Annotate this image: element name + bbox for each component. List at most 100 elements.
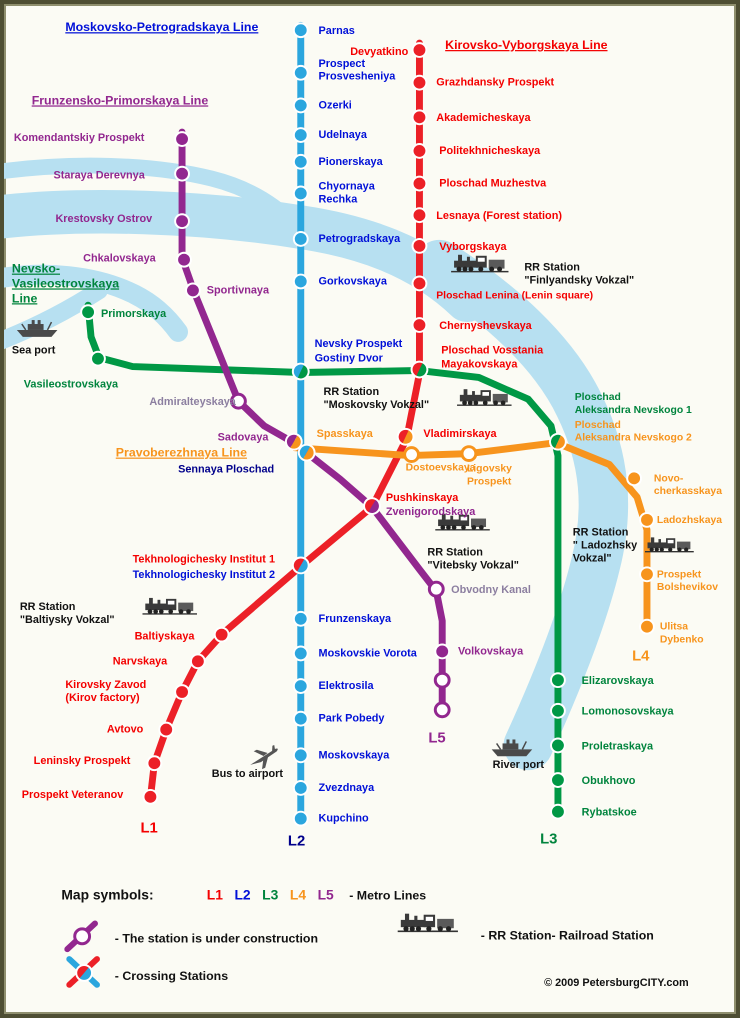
station-mayakovskaya-ploschad-vosstania [410,360,429,379]
station-chkalovskaya [176,251,192,268]
label-vasileostrovskaya-4: Vasileostrovskaya [12,276,119,290]
station-chyornaya-rechka [292,185,309,202]
station-komendantskiy-prospekt [174,131,190,147]
labels-layer: Moskovsko-Petrogradskaya LineKirovsko-Vy… [12,20,722,989]
water-channel-4 [4,264,188,342]
label-pravoberezhnaya-line-6: Pravoberezhnaya Line [116,446,247,460]
station-prospekt-veteranov [142,788,159,805]
label-tekhnologichesky-institut-1-43: Tekhnologichesky Institut 1 [133,553,275,565]
station-parnas [292,22,309,39]
station-krestovsky-ostrov [174,213,190,230]
stations-layer [80,22,655,827]
station-ligovsky-prospekt [460,445,478,463]
label-sea-port-86: Sea port [12,345,56,357]
station-elizarovskaya [550,672,566,689]
station-kirovsky-zavod [174,684,190,700]
legend-train-icon [396,912,459,933]
label-ploschad-muzhestva-33: Ploschad Muzhestva [439,178,547,190]
label-sadovaya-82: Sadovaya [218,432,270,444]
label-vyborgskaya-35: Vyborgskaya [439,241,507,253]
label-leninsky-prospekt-49: Leninsky Prospekt [34,755,131,767]
label-lomonosovskaya-57: Lomonosovskaya [582,706,675,718]
label-grazhdansky-prospekt-30: Grazhdansky Prospekt [436,77,554,89]
label-aleksandra-nevskogo-2-67: Aleksandra Nevskogo 2 [575,433,692,444]
label-line-5: Line [12,291,38,305]
station-sennaya-ploschad [297,443,316,462]
label-ploschad-54: Ploschad [575,392,621,403]
label-kirovsko-vyborgskaya-line-1: Kirovsko-Vyborgskaya Line [445,38,607,52]
label-ladozhskaya-70: Ladozhskaya [657,515,722,526]
label-finlyandsky-vokzal-88: "Finlyandsky Vokzal" [524,274,634,286]
station-primorskaya [80,304,96,321]
label-l3-61: L3 [540,831,557,847]
label-rr-station-87: RR Station [524,262,580,274]
station-ozerki [292,97,309,114]
label-rr-station-93: RR Station [20,601,76,613]
label-nevsky-prospekt-17: Nevsky Prospekt [315,338,403,350]
station-dostoevskaya [403,446,420,464]
label-avtovo-48: Avtovo [107,724,144,736]
label-devyatkino-29: Devyatkino [350,46,408,58]
label-zvenigorodskaya-42: Zvenigorodskaya [386,506,476,518]
station-prospekt-bolshevikov [639,566,655,583]
label-rechka-14: Rechka [319,193,359,205]
label-kirovsky-zavod-46: Kirovsky Zavod [65,679,146,691]
station-sportivnaya [185,282,201,299]
label-l1-101: L1 [207,887,223,903]
label-frunzensko-primorskaya-line-2: Frunzensko-Primorskaya Line [32,93,209,107]
label-chernyshevskaya-37: Chernyshevskaya [439,320,532,332]
station-zvezdnaya [292,780,309,796]
station-ulitsa-dybenko [639,618,655,635]
label-l2-28: L2 [288,833,305,849]
label-ulitsa-73: Ulitsa [660,622,688,633]
label-ozerki-10: Ozerki [319,99,352,111]
station-avtovo [158,721,175,738]
station-staraya-derevnya [174,165,190,182]
label-kupchino-27: Kupchino [319,813,369,825]
station-admiralteyskaya [230,392,247,410]
label-rybatskoe-60: Rybatskoe [582,807,637,819]
label-pionerskaya-12: Pionerskaya [319,156,384,168]
station-ladozhskaya [639,511,655,528]
label-vitebsky-vokzal-92: "Vitebsky Vokzal" [427,559,519,571]
label-komendantskiy-prospekt-76: Komendantskiy Prospekt [14,132,145,144]
label-l1-51: L1 [141,820,158,836]
station-prospect-prosvesheniya [292,64,309,81]
label-obukhovo-59: Obukhovo [582,775,636,787]
label-vasileostrovskaya-53: Vasileostrovskaya [24,378,119,390]
metro-map: Moskovsko-Petrogradskaya LineKirovsko-Vy… [4,20,722,989]
label-politekhnicheskaya-32: Politekhnicheskaya [439,145,541,157]
icons-layer [16,254,695,988]
label-novo-68: Novo- [654,473,684,484]
station-volkovskaya [434,643,451,660]
station-park-pobedy [292,710,309,727]
station-frunzenskaya [292,610,309,627]
water-channel-2 [4,157,301,232]
label-metro-lines-106: - Metro Lines [349,889,426,903]
label-kirov-factory-47: (Kirov factory) [65,692,140,704]
label-bolshevikov-72: Bolshevikov [657,582,718,593]
label-prospekt-veteranov-50: Prospekt Veteranov [22,789,124,801]
water-channel-3 [4,281,108,350]
station-novocherkasskaya [626,470,643,487]
station-devyatkino [411,42,428,58]
label-moskovskaya-25: Moskovskaya [319,749,391,761]
station-vasileostrovskaya [90,350,106,367]
label-staraya-derevnya-77: Staraya Derevnya [53,170,145,182]
station-nevsky-prospekt-gostiny-dvor [291,362,310,381]
label-l2-102: L2 [234,887,250,903]
label-tekhnologichesky-institut-2-20: Tekhnologichesky Institut 2 [133,569,275,581]
station-ploschad-aleksandra-nevskogo [549,432,567,451]
station-baltiyskaya [213,626,230,643]
label-vladimirskaya-40: Vladimirskaya [423,428,497,440]
label-mayakovskaya-39: Mayakovskaya [441,359,518,371]
label-prospekt-71: Prospekt [657,569,702,580]
water-layer [4,157,629,771]
station-elektrosila [292,678,309,694]
station-l5-under-construction-1 [433,671,451,689]
label-frunzenskaya-21: Frunzenskaya [319,613,392,625]
label-cherkasskaya-69: cherkasskaya [654,486,722,497]
baltiysky-station-train-icon [141,597,198,615]
label-bus-to-airport-98: Bus to airport [212,768,284,780]
